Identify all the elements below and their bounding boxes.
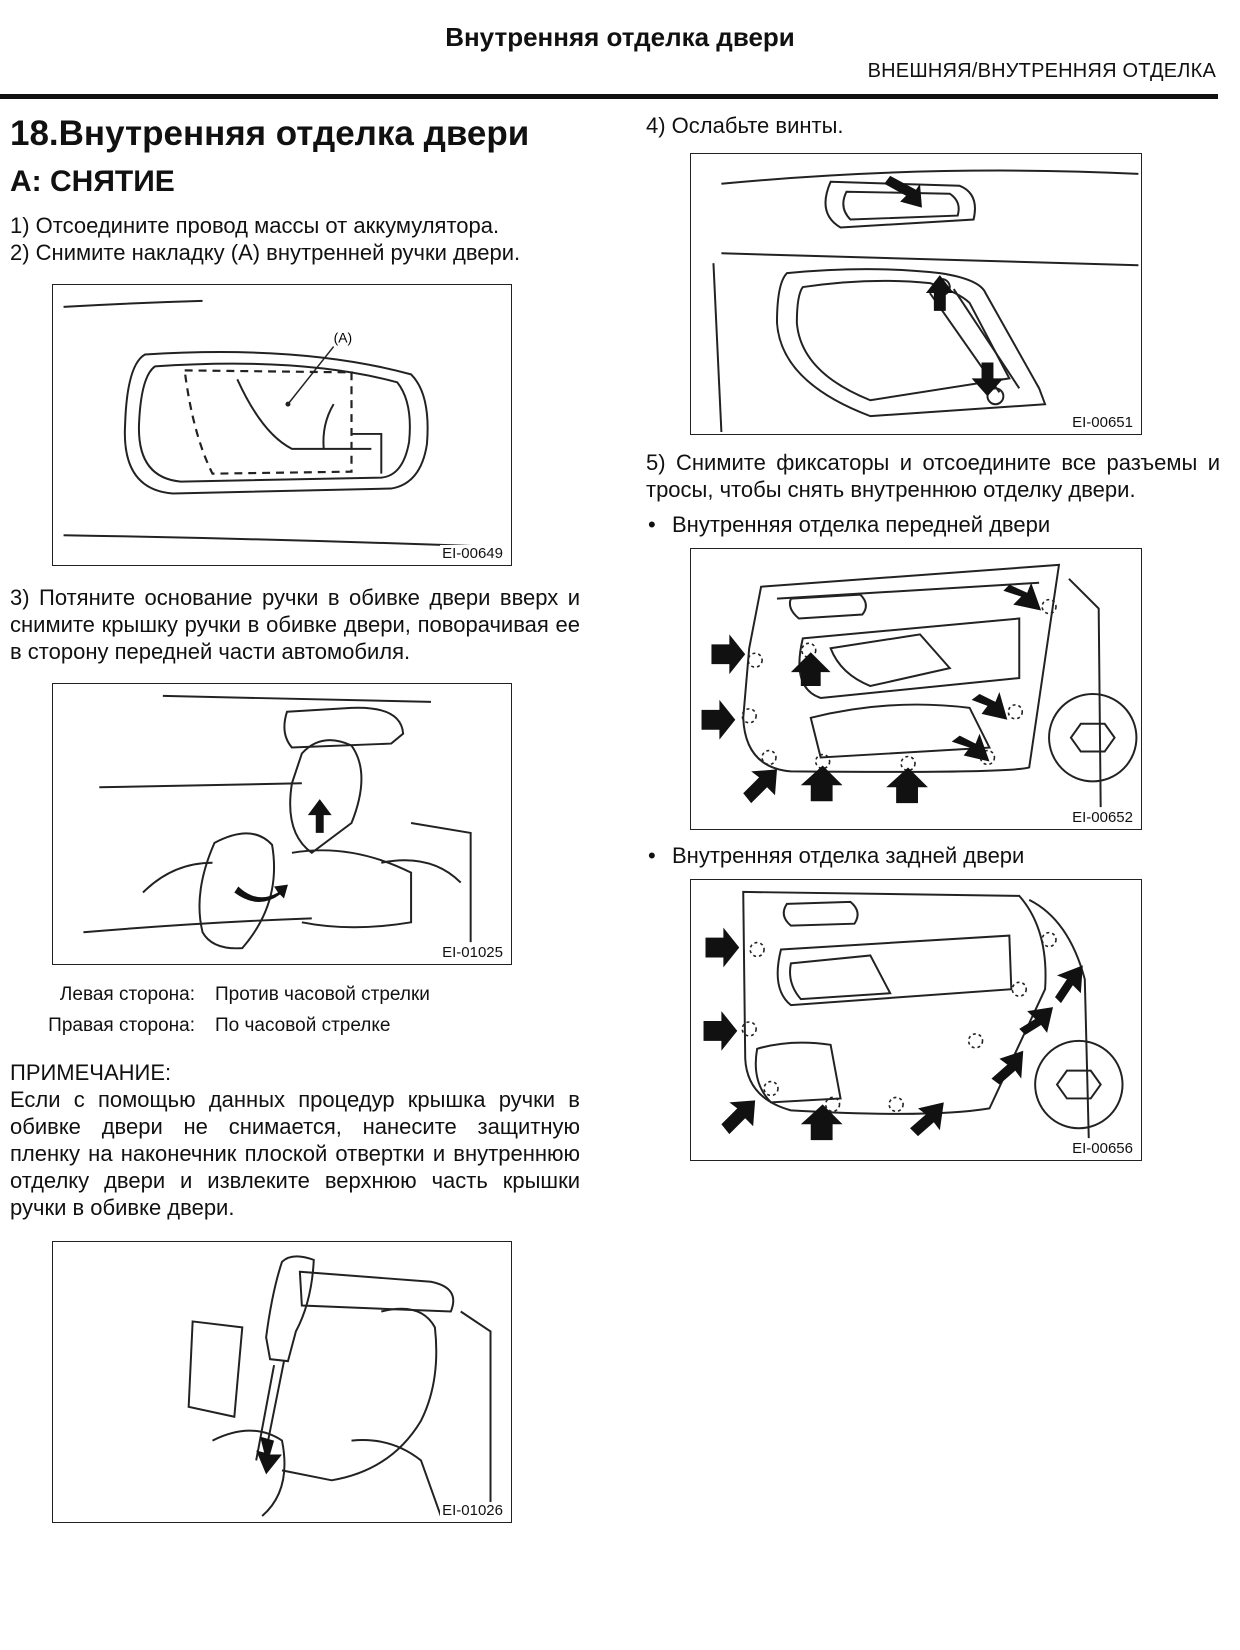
rear-door-illustration	[703, 890, 1124, 1141]
side-left-direction: Против часовой стрелки	[215, 984, 430, 1005]
figure-rear-door: EI-00656	[690, 879, 1142, 1161]
header-divider	[0, 94, 1218, 99]
clip-arrows	[703, 927, 1083, 1141]
label-a: (A)	[334, 330, 353, 346]
side-right-label: Правая сторона:	[48, 1015, 195, 1036]
clip-arrows	[701, 582, 1042, 804]
screwdriver-illustration	[187, 1255, 492, 1517]
side-right-direction: По часовой стрелке	[215, 1015, 391, 1036]
page-header-title: Внутренняя отделка двери	[445, 22, 795, 52]
step-5: 5) Снимите фиксаторы и отсоедините все р…	[646, 450, 1220, 502]
figure-screwdriver: EI-01026	[52, 1241, 512, 1523]
left-column: 18.Внутренняя отделка двери A: СНЯТИЕ 1)…	[10, 112, 580, 1523]
figure-front-door: EI-00652	[690, 548, 1142, 830]
figure-code: EI-01025	[440, 944, 505, 961]
figure-screws: EI-00651	[690, 153, 1142, 435]
page-header-section: ВНЕШНЯЯ/ВНУТРЕННЯЯ ОТДЕЛКА	[867, 60, 1216, 82]
figure-code: EI-00649	[440, 545, 505, 562]
bullet-icon: •	[648, 512, 656, 537]
screws-illustration	[712, 169, 1139, 433]
step-3: 3) Потяните основание ручки в обивке две…	[10, 585, 580, 664]
figure-handle-cover: (A) EI-00649	[52, 284, 512, 566]
bullet-icon: •	[648, 843, 656, 868]
note-title: ПРИМЕЧАНИЕ:	[10, 1060, 172, 1085]
note-text: Если с помощью данных процедур крышка ру…	[10, 1087, 580, 1220]
rotation-direction-table: Левая сторона: Против часовой стрелки Пр…	[10, 979, 580, 1041]
figure-code: EI-00652	[1070, 809, 1135, 826]
pull-handle-illustration	[83, 694, 472, 950]
front-door-illustration	[701, 563, 1138, 808]
figure-code: EI-00651	[1070, 414, 1135, 431]
right-column: 4) Ослабьте винты. EI-00651 5) Снимите ф…	[646, 112, 1220, 1161]
figure-code: EI-00656	[1070, 1140, 1135, 1157]
step-1: 1) Отсоедините провод массы от аккумулят…	[10, 213, 500, 238]
page-heading: 18.Внутренняя отделка двери	[10, 114, 530, 153]
figure-code: EI-01026	[440, 1502, 505, 1519]
bullet-front-door: • Внутренняя отделка передней двери	[646, 511, 1220, 538]
section-heading: A: СНЯТИЕ	[10, 165, 175, 198]
bullet-rear-door-label: Внутренняя отделка задней двери	[672, 843, 1025, 868]
step-2: 2) Снимите накладку (A) внутренней ручки…	[10, 240, 521, 265]
handle-cover-illustration: (A)	[63, 299, 503, 549]
bullet-front-door-label: Внутренняя отделка передней двери	[672, 512, 1051, 537]
bullet-rear-door: • Внутренняя отделка задней двери	[646, 842, 1220, 869]
figure-pull-handle: EI-01025	[52, 683, 512, 965]
step-4: 4) Ослабьте винты.	[646, 113, 844, 138]
side-left-label: Левая сторона:	[59, 984, 195, 1005]
